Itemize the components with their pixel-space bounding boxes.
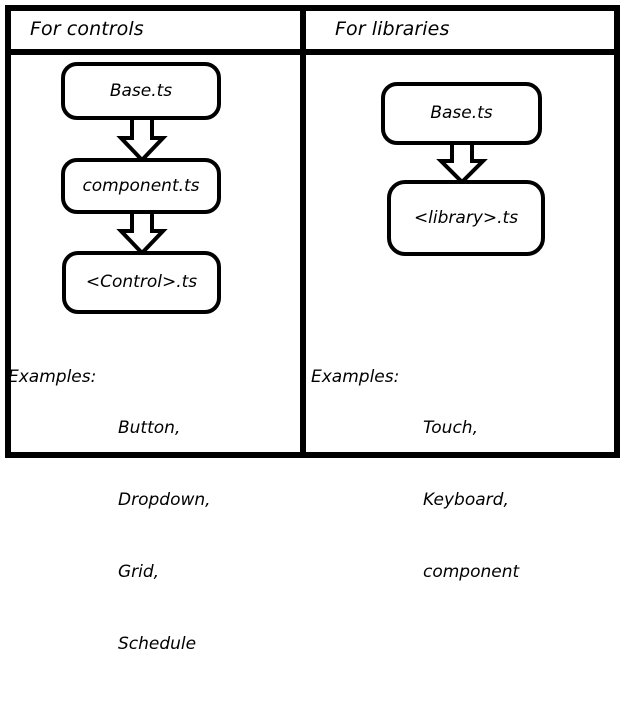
node-base-ts-right[interactable]: Base.ts (383, 84, 540, 143)
example-item: component (423, 562, 520, 582)
node-label-control-ts: <Control>.ts (85, 272, 198, 292)
examples-label-controls: Examples: (8, 367, 97, 387)
example-item: Touch, (423, 418, 478, 438)
arrow-shape-component-to-control (116, 210, 168, 256)
node-control-ts[interactable]: <Control>.ts (64, 253, 219, 312)
example-item: Keyboard, (423, 490, 509, 510)
examples-label-libraries: Examples: (311, 367, 400, 387)
node-label-component-ts: component.ts (82, 175, 200, 196)
examples-list-libraries: Touch, Keyboard, component (423, 368, 519, 632)
diagram-canvas (5, 5, 620, 458)
node-label-base-ts-left: Base.ts (109, 80, 173, 101)
example-item: Schedule (118, 634, 197, 654)
example-item: Button, (118, 418, 181, 438)
table-frame (5, 5, 620, 458)
diagram-root: For controls For libraries Base.ts compo… (5, 5, 620, 654)
node-library-ts[interactable]: <library>.ts (389, 182, 543, 254)
arrow-shape-base-to-library (436, 141, 488, 185)
column-header-libraries: For libraries (335, 18, 450, 40)
example-item: Grid, (118, 562, 160, 582)
node-label-base-ts-right: Base.ts (430, 103, 493, 123)
example-item: Dropdown, (118, 490, 211, 510)
examples-list-controls: Button, Dropdown, Grid, Schedule (118, 368, 211, 704)
node-base-ts-left[interactable]: Base.ts (63, 64, 219, 118)
node-component-ts[interactable]: component.ts (63, 160, 219, 212)
node-label-library-ts: <library>.ts (413, 207, 519, 228)
node-shape-library-ts (387, 180, 545, 256)
column-header-controls: For controls (30, 18, 144, 40)
arrow-shape-base-to-component (116, 116, 168, 163)
node-shape-control-ts (62, 251, 221, 314)
